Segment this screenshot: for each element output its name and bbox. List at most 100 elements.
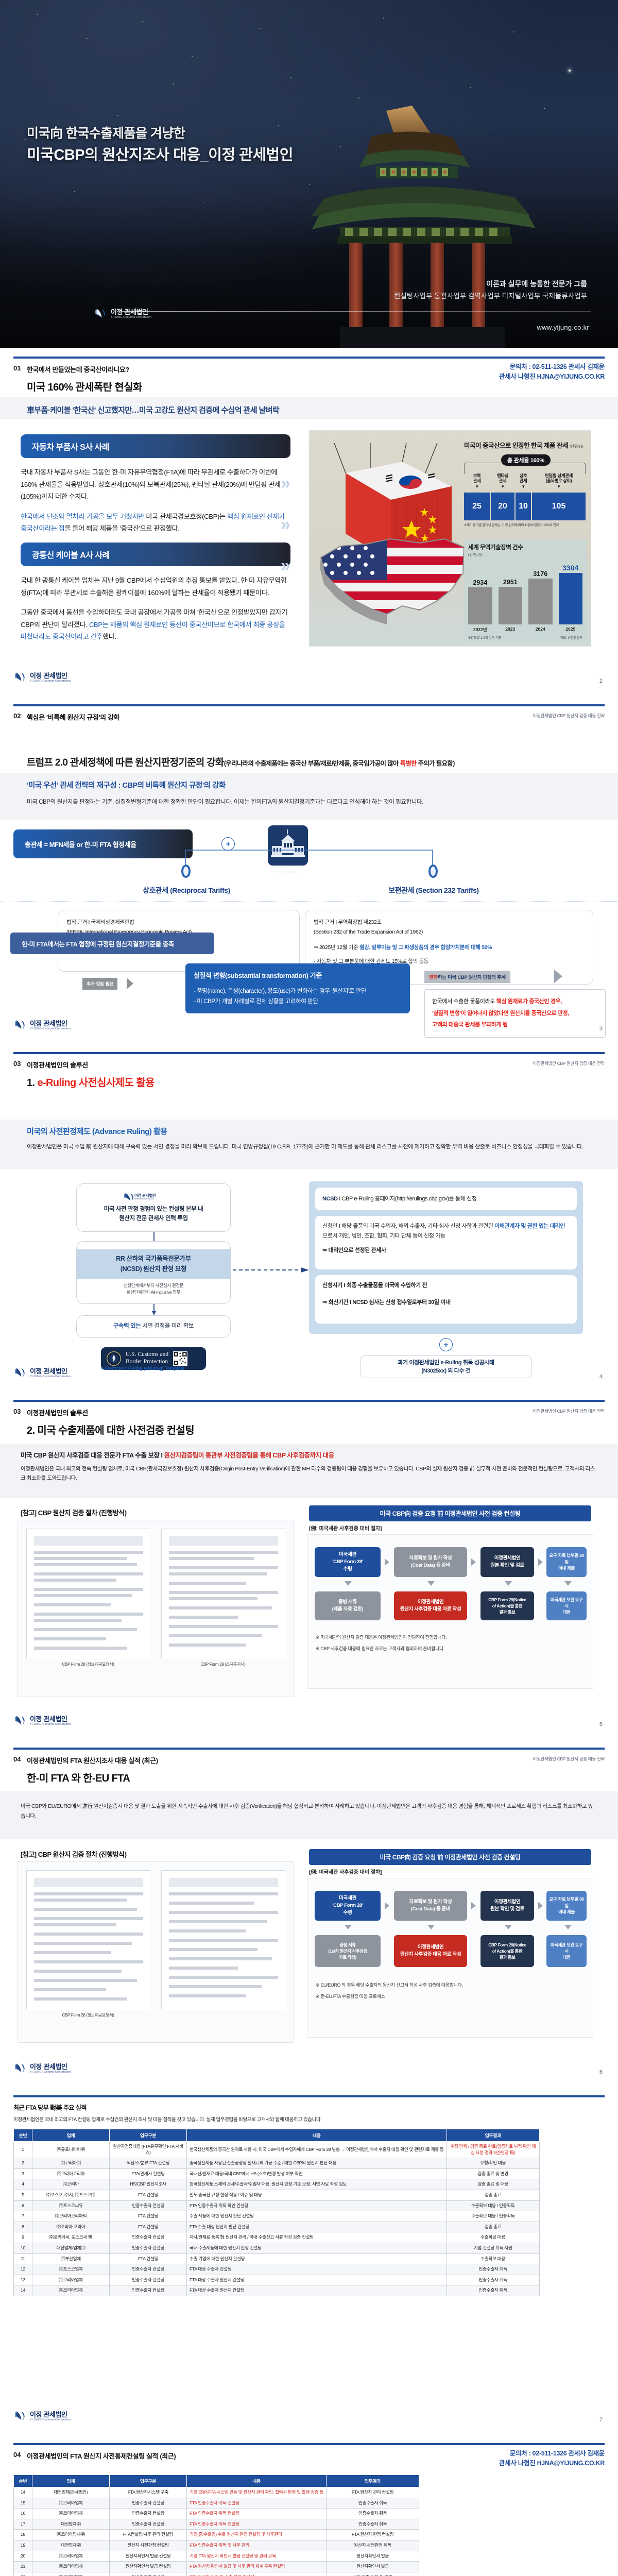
- cell-type: 인증수출자 컨설팅: [109, 2232, 187, 2243]
- slide-headline: 최근 FTA 당부 對美 주요 실적: [13, 2104, 87, 2111]
- section-title: 이정관세법인의 FTA 원산지조사 대응 실적 (최근): [27, 1757, 158, 1765]
- case-card-auto-parts: 자동차 부품사 S사 사례 국내 자동차 부품사 S사는 그동안 한·미 자유무…: [21, 434, 290, 535]
- cell-type: FTA 컨설팅: [109, 2253, 187, 2265]
- flow-note-1: ※ EU/EURO 의 경우 해당 수출자의 원산지 신고서 작성 사후 검증에…: [316, 1982, 463, 1988]
- cell-company: ㈜유포니아비㈜: [32, 2141, 110, 2159]
- cell-type: HS/CBP 원산지조사: [109, 2179, 187, 2190]
- bar-value: 3304: [562, 564, 579, 572]
- detail-ncsd-text[interactable]: I CBP e-Ruling 홈페이지(http://erulings.cbp.…: [337, 1195, 477, 1202]
- slide-top-rule: [13, 2443, 605, 2445]
- contact-line2[interactable]: 관세사 나형진 HJNA@YIJUNG.CO.KR: [499, 2460, 605, 2467]
- white-house-city: WASHINGTON: [278, 871, 298, 873]
- cbp-seal-icon: [107, 1351, 121, 1366]
- cell-result: FTA 원산지 판정 컨설팅: [326, 2529, 420, 2540]
- plus-icon: +: [439, 1338, 453, 1351]
- arrow-down-icon: [564, 1581, 572, 1586]
- cell-detail: FTA 인증수출자 취득 확인 컨설팅: [186, 2200, 447, 2212]
- infographic-title: 미국이 중국산으로 인정한 한국 제품 관세 (단위:%): [464, 440, 583, 450]
- flow-step-3-emphasis: 구속력 있는: [113, 1323, 141, 1330]
- form-28-page-icon: [27, 1871, 150, 2010]
- cell-company: ㈜코리아업체: [32, 2508, 110, 2519]
- cell-no: 16: [13, 2508, 32, 2519]
- cbp-agency-badge: U.S. Customs and Border Protection: [101, 1347, 206, 1370]
- footer-logo: 이정 관세법인 YI JUNG Customs Corporation: [13, 2062, 71, 2075]
- page-number: 5: [599, 1721, 603, 1727]
- warning-line2: '실질적 변형'이 일어나지 않았다면 원산지를 중국산으로 판정,: [432, 1010, 570, 1016]
- flow-step-1: 미국세관 'CBP Form 28' 수령: [315, 1547, 381, 1577]
- logo-text-korean: 이정 관세법인: [30, 1367, 67, 1376]
- cell-type: 원산지확인서 발급 컨설팅: [109, 2561, 187, 2572]
- headline-main: 트럼프 2.0 관세정책에 따른 원산지판정기준의 강화: [27, 757, 225, 768]
- cell-no: 3: [13, 2168, 32, 2180]
- contact-line2[interactable]: 관세사 나형진 HJNA@YIJUNG.CO.KR: [499, 373, 605, 381]
- cell-company: 대전업체㈜: [32, 2539, 110, 2551]
- trend-arrow-rest: 하는 미국 CBP 원산지 판정의 추세: [437, 975, 506, 980]
- case2-start: 그동안 중국에서 동선을 수입하더라도 국내 공장에서 가공을 마쳐 '한국산'…: [21, 608, 287, 629]
- form-28-page-icon: [27, 1529, 150, 1659]
- col-header-company: 업체: [32, 2475, 110, 2487]
- qr-code-icon[interactable]: [173, 1351, 188, 1366]
- cell-result: 인증수출자 취득: [446, 2264, 540, 2275]
- chart-bar-2025: 3304: [558, 564, 582, 624]
- trend-arrow-red: 변화: [429, 975, 438, 980]
- table-header: 순번 업체 업무구분 내용 업무결과: [13, 2475, 420, 2487]
- case2-paragraph1: 국내 한 광통신 케이블 업체는 지난 9월 CBP에서 수십억원의 추징 통보…: [21, 577, 287, 597]
- warning-line1: 한국에서 수출한 물품이라도 핵심 원재료가 중국산인 경우,: [432, 996, 598, 1008]
- warning-line1-emphasis: 핵심 원재료가 중국산인 경우,: [496, 998, 562, 1005]
- arrow-down-icon: [505, 1581, 512, 1586]
- headline-emphasis: e-Ruling 사전심사제도 활용: [37, 1077, 154, 1089]
- slide-3-origin-rules: 02 핵심은 '비특혜 원산지 규정'의 강화 이정관세법인 CBP 원산지 검…: [0, 696, 618, 1043]
- slide-top-rule: [13, 2095, 605, 2097]
- cell-no: 11: [13, 2253, 32, 2265]
- company-website-url[interactable]: www.yijung.co.kr: [537, 324, 589, 331]
- cell-detail: 국내 수출제품에 대한 원산지 판정 컨설팅: [186, 2242, 447, 2254]
- warning-line3: 고액의 대중국 관세를 부과하게 됨: [432, 1022, 508, 1028]
- cbp-form-28-caption: CBP Form 28 (정보제공요청서): [62, 1662, 114, 1667]
- cell-result: FTA 원산지 관리 컨설팅: [326, 2487, 420, 2498]
- tariff-label-antidumping: 반덤핑·상계관세(품목별로 상이)▼: [545, 473, 573, 489]
- white-house-caption: THE WHITE HOUSE WASHINGTON: [268, 867, 308, 873]
- subsection-description: 미국 CBP와 EU/EURO에서 進行 원산지검증시 대응 및 결과 도출을 …: [21, 1803, 593, 1819]
- headline-note-b: 주의가 필요함): [416, 760, 455, 767]
- flow-step-3: 이정관세법인 원본 확인 및 검토: [480, 1547, 534, 1577]
- yijung-bird-logo-icon: [95, 309, 105, 318]
- cell-detail: 수출 기업에 대한 원산지 컨설팅: [186, 2253, 447, 2265]
- cbp-form-28-document: [26, 1870, 150, 2010]
- cell-detail: FTA 인증수출자 취득 컨설팅: [186, 2508, 327, 2519]
- cell-result: 기업 컨설팅 취득 지원: [446, 2242, 540, 2254]
- chart-bar-2022: 2934: [468, 579, 492, 624]
- cell-no: 13: [13, 2274, 32, 2286]
- table-description: 이정관세법인은 국내 최고의 FTA 컨설팅 업체로 수십건의 원산지 조사 및…: [13, 2117, 322, 2123]
- cbp-trend-arrow-label: 변화하는 미국 CBP 원산지 판정의 추세: [424, 971, 510, 983]
- us-flag-map-illustration: [320, 538, 465, 624]
- subsection-title-emphasis: 원산지검증팀이 통관부 사전검증팀을 통해 CBP 사후검증까지 대응: [164, 1452, 335, 1459]
- chevron-decoration-3: »: [281, 556, 290, 575]
- cell-detail: FTA 수출 대상 원산지 판단 컨설팅: [186, 2221, 447, 2233]
- cell-no: 4: [13, 2179, 32, 2190]
- cell-detail: 한국생산제품 소재의 관세/수출자/수입자 대응, 원산지 판정 기준 보정, …: [186, 2179, 447, 2190]
- eu-document-page-icon: [162, 1871, 285, 2010]
- slide-7-fta-track-record-table: 최근 FTA 당부 對美 주요 실적 이정관세법인은 국내 최고의 FTA 컨설…: [0, 2087, 618, 2434]
- cell-no: 6: [13, 2200, 32, 2212]
- cbp-form-29-caption: CBP Form 29 (조치통지서): [200, 1662, 246, 1667]
- subsection-title: 미국 CBP 원산지 사후검증 대응 전문가 FTA 수출 보장 I 원산지검증…: [21, 1450, 334, 1460]
- tbt-bar-chart: 세계 무역기술장벽 건수 (단위: 건) 2934 2951 3176: [464, 539, 587, 642]
- logo-text-korean: 이정 관세법인: [30, 672, 67, 680]
- fta-criteria-pill: 한-미 FTA에서는 FTA 협정에 규정된 원산지결정기준을 충족: [10, 933, 214, 954]
- case2-end: 했다.: [102, 633, 116, 640]
- cell-company: ㈜코리아코리아씨: [32, 2211, 110, 2222]
- chart-footnote-left: ※연도별 1-9월 누적 기준: [468, 636, 502, 640]
- slide-top-rule: [13, 1052, 605, 1054]
- cell-detail: 국내산/원재료 대응/국내 CBP에서 HS (소호)변경 발생 여부 확인: [186, 2168, 447, 2180]
- case-tab-label: 자동차 부품사 S사 사례: [21, 434, 290, 458]
- arrow-right-icon: [538, 1902, 543, 1909]
- right-panel-heading: 미국 CBP向 검증 요청 前 이정관세법인 사전 검증 컨설팅: [309, 1849, 591, 1865]
- cell-company: ㈜코리아업체: [32, 2571, 110, 2576]
- cell-company: ㈜코리아업체㈜: [32, 2529, 110, 2540]
- logo-text-english: YI JUNG Customs Corporation: [30, 679, 71, 683]
